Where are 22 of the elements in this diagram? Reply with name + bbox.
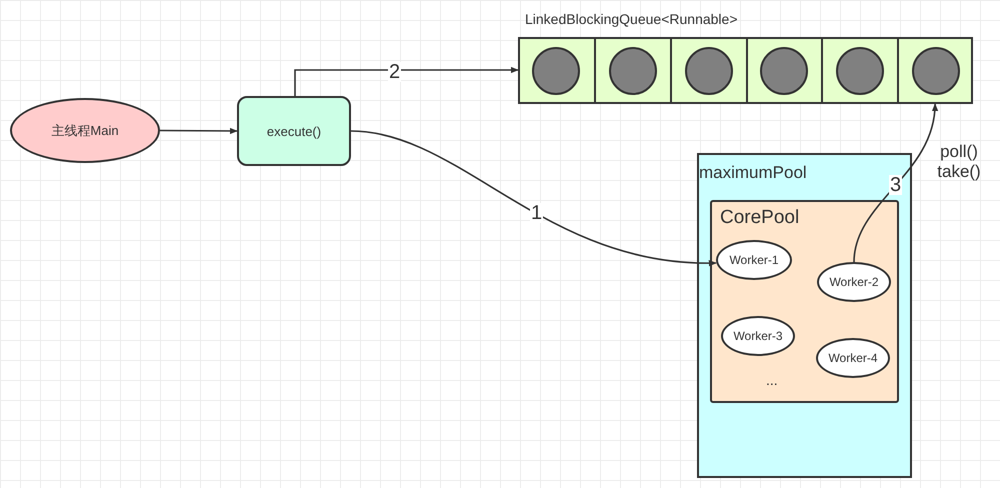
queue-title: LinkedBlockingQueue<Runnable> xyxy=(525,11,738,27)
ellipsis-text: ... xyxy=(766,372,778,389)
process-box xyxy=(237,96,351,166)
node-label: Worker-3 xyxy=(733,329,783,343)
pool-title: maximumPool xyxy=(699,163,807,183)
pool-title: CorePool xyxy=(720,207,800,229)
node-label: Worker-1 xyxy=(729,253,779,267)
node-label: Worker-2 xyxy=(829,275,879,289)
pool-box xyxy=(710,200,899,403)
arrow xyxy=(350,130,717,266)
edge-label: 2 xyxy=(388,62,402,82)
pool-box xyxy=(697,153,912,478)
node-label: 主线程Main xyxy=(51,122,119,140)
arrow xyxy=(294,66,519,96)
edge-label: 3 xyxy=(889,175,902,195)
node-label: execute() xyxy=(266,124,322,138)
arrow xyxy=(853,103,938,262)
arrow xyxy=(160,128,238,134)
edge-label: 1 xyxy=(530,203,544,223)
method-label: poll() take() xyxy=(936,142,982,183)
ellipse-node xyxy=(10,98,160,163)
node-label: Worker-4 xyxy=(828,351,878,365)
